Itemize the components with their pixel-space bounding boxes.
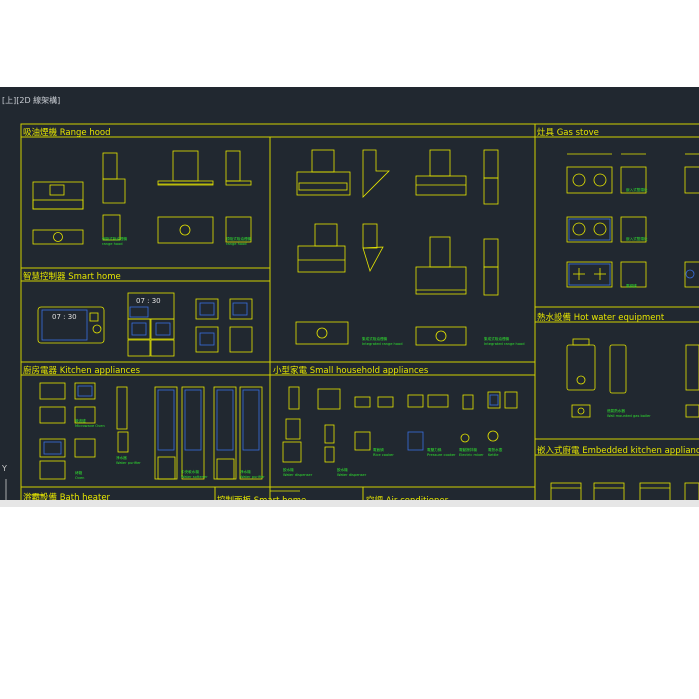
- cad-drawing-canvas[interactable]: 吸油煙機 Range hood 智慧控制器 Smart home 廚房電器 Ki…: [0, 87, 699, 506]
- lower-row-drawings: [25, 490, 300, 496]
- label-gas-heater-b: Wall mounted gas boiler: [607, 414, 651, 418]
- label-range-hood-4b: Integrated range hood: [484, 342, 525, 346]
- small-household-drawings: [282, 386, 518, 463]
- section-title-bath-heater: 浴霸設備 Bath heater: [23, 492, 111, 503]
- drawing-svg: 吸油煙機 Range hood 智慧控制器 Smart home 廚房電器 Ki…: [1, 123, 699, 506]
- section-title-small-household: 小型家電 Small household appliances: [273, 365, 429, 376]
- label-oven-b: Oven: [75, 476, 84, 480]
- label-rice-cooker: 電飯鍋: [373, 447, 384, 452]
- label-pressure-cooker-b: Pressure cooker: [427, 453, 456, 457]
- section-title-kitchen-appliances: 廚房電器 Kitchen appliances: [23, 365, 141, 376]
- embedded-kitchen-drawings: [550, 482, 699, 506]
- small-household-fronts: [407, 394, 499, 451]
- section-title-embedded-kitchen: 嵌入式廚電 Embedded kitchen appliances: [537, 445, 699, 456]
- kitchen-appliance-fronts: [43, 385, 260, 455]
- label-water-purifier-2: 淨水機: [240, 469, 251, 474]
- smart-home-drawings: [37, 292, 253, 357]
- label-range-hood-2: 頂吸式吸油煙機: [226, 236, 252, 241]
- label-range-hood-4: 集成式吸油煙機: [484, 336, 510, 341]
- gas-stove-drawings: [566, 153, 699, 288]
- range-hood-drawings-2: [295, 149, 499, 346]
- section-title-gas-stove: 灶具 Gas stove: [537, 127, 599, 138]
- hot-water-drawings: [566, 338, 699, 418]
- viewport-control-label[interactable]: [上][2D 線架構]: [2, 96, 61, 105]
- section-title-range-hood: 吸油煙機 Range hood: [23, 127, 111, 138]
- label-gas-stove-1: 嵌入式雙頭灶: [626, 187, 648, 192]
- label-range-hood-1b: range hood: [102, 242, 123, 246]
- label-microwave-b: Microwave Oven: [75, 424, 105, 428]
- display-panel2: 07 : 30: [136, 297, 161, 305]
- label-range-hood-3b: Integrated range hood: [362, 342, 403, 346]
- label-blender-b: Electric mixer: [459, 453, 484, 457]
- display-panel1: 07 : 30: [52, 313, 77, 321]
- axis-label: Y: [1, 464, 7, 473]
- label-range-hood-1: 側吸式吸油煙機: [102, 236, 128, 241]
- label-range-hood-3: 集成式吸油煙機: [362, 336, 388, 341]
- section-title-smart-home: 智慧控制器 Smart home: [23, 271, 121, 282]
- label-blender: 電動攪拌機: [459, 447, 477, 452]
- label-water-softener: 中央軟水機: [181, 469, 199, 474]
- label-gas-heater: 燃氣熱水器: [607, 408, 625, 413]
- kitchen-appliance-drawings: [39, 382, 263, 480]
- label-kettle-b: Kettle: [488, 453, 499, 457]
- frame-outer: [20, 123, 699, 506]
- label-gas-stove-2: 嵌入式雙頭灶: [626, 236, 648, 241]
- gas-stove-panels: [568, 218, 695, 286]
- range-hood-drawings: [32, 150, 252, 245]
- label-microwave: 微波爐: [75, 418, 86, 423]
- smart-home-screens: [41, 302, 248, 346]
- label-pressure-cooker: 電壓力鍋: [427, 447, 442, 452]
- label-water-purifier: 淨水器: [116, 455, 127, 460]
- label-water-dispenser-2: 飲水機: [337, 467, 348, 472]
- status-bar: [0, 500, 699, 507]
- label-range-hood-2b: range hood: [226, 242, 247, 246]
- label-water-purifier-2b: Water purifier: [240, 475, 265, 479]
- label-water-purifier-b: Water purifier: [116, 461, 141, 465]
- label-oven: 烤箱: [75, 470, 83, 475]
- label-water-dispenser: 飲水機: [283, 467, 294, 472]
- section-title-hot-water: 熱水設備 Hot water equipment: [537, 312, 665, 323]
- label-water-dispenser-2b: Water dispenser: [337, 473, 367, 477]
- label-water-dispenser-b: Water dispenser: [283, 473, 313, 477]
- label-water-softener-b: Water softener: [181, 475, 208, 479]
- label-rice-cooker-b: Rice cooker: [373, 453, 394, 457]
- label-gas-stove-3: 電磁爐: [626, 283, 637, 288]
- label-kettle: 電熱水壺: [488, 447, 503, 452]
